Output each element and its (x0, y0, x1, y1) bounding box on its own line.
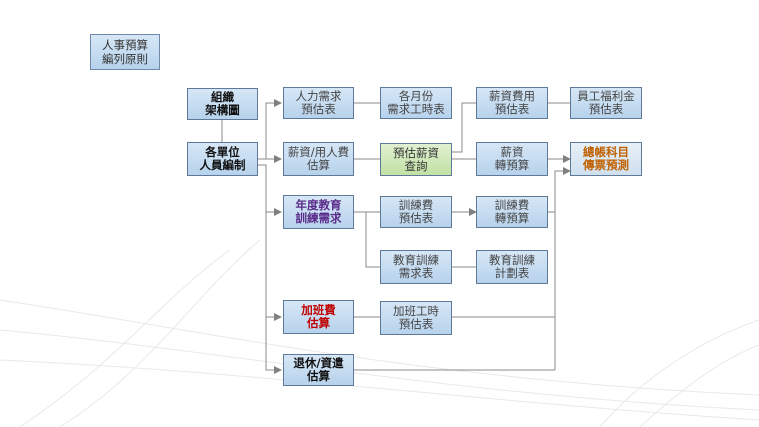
node-overtime-budget: 加班費 估算 (283, 300, 354, 334)
node-salary-cost-forecast: 薪資費用 預估表 (476, 87, 548, 119)
node-training-needs: 年度教育 訓練需求 (283, 195, 354, 229)
node-training-needs-table: 教育訓練 需求表 (380, 250, 452, 284)
node-overtime-hours-forecast: 加班工時 預估表 (380, 301, 452, 335)
page-title: 人事預算 編列原則 (90, 34, 160, 70)
node-monthly-hours: 各月份 需求工時表 (380, 87, 452, 119)
node-unit-staffing: 各單位 人員編制 (187, 142, 258, 176)
node-retirement-budget: 退休/資遣 估算 (283, 354, 354, 386)
node-account-forecast: 總帳科目 傳票預測 (570, 142, 642, 176)
node-salary-query: 預估薪資 查詢 (380, 143, 452, 176)
node-welfare-forecast: 員工福利金 預估表 (570, 87, 642, 119)
node-salary-budget: 薪資/用人費 估算 (283, 142, 354, 176)
node-training-fee-forecast: 訓練費 預估表 (380, 196, 452, 228)
node-manpower-forecast: 人力需求 預估表 (283, 87, 354, 119)
node-org-chart: 組織 架構圖 (187, 88, 258, 120)
node-training-plan-table: 教育訓練 計劃表 (476, 250, 548, 284)
node-salary-transfer: 薪資 轉預算 (476, 142, 548, 176)
node-training-fee-transfer: 訓練費 轉預算 (476, 196, 548, 228)
